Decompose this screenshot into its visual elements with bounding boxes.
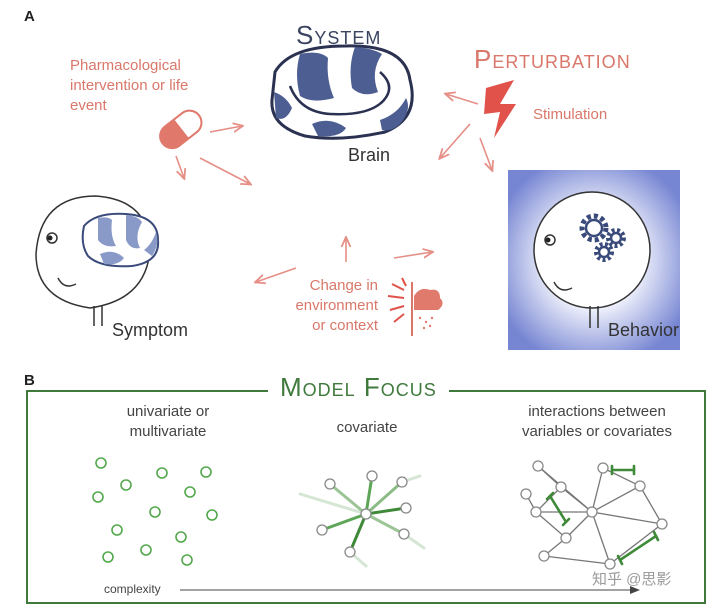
symptom-label: Symptom <box>112 320 189 340</box>
complexity-arrow <box>180 586 640 594</box>
system-title: System <box>296 20 382 50</box>
brain-label: Brain <box>348 145 391 165</box>
brain-icon <box>270 44 414 140</box>
complexity-label: complexity <box>104 582 161 596</box>
pill-icon <box>159 109 203 150</box>
model-focus-title: Model Focus <box>268 372 449 403</box>
watermark-text: 知乎 @思影 <box>592 571 672 588</box>
gears-icon <box>579 213 626 262</box>
interaction-network <box>520 460 668 570</box>
panel-b-label: B <box>24 372 35 389</box>
environment-icon <box>387 277 443 336</box>
behavior-head-icon <box>508 170 680 350</box>
univariate-nodes <box>92 457 218 566</box>
symptom-head-icon <box>35 195 160 326</box>
lightning-icon <box>484 80 516 138</box>
stimulation-label: Stimulation <box>533 106 608 123</box>
col1-text: univariate or multivariate <box>126 403 210 440</box>
behavior-label: Behavior <box>608 320 680 340</box>
col3-text: interactions between variables or covari… <box>521 403 673 440</box>
covariate-network <box>298 470 426 568</box>
perturbation-title: Perturbation <box>474 44 631 74</box>
change-text: Change in environment or context <box>295 277 378 334</box>
panel-a-label: A <box>24 8 35 25</box>
perturbation-arrows <box>175 94 492 282</box>
col2-text: covariate <box>336 419 398 436</box>
intervention-text: Pharmacological intervention or life eve… <box>70 57 189 114</box>
